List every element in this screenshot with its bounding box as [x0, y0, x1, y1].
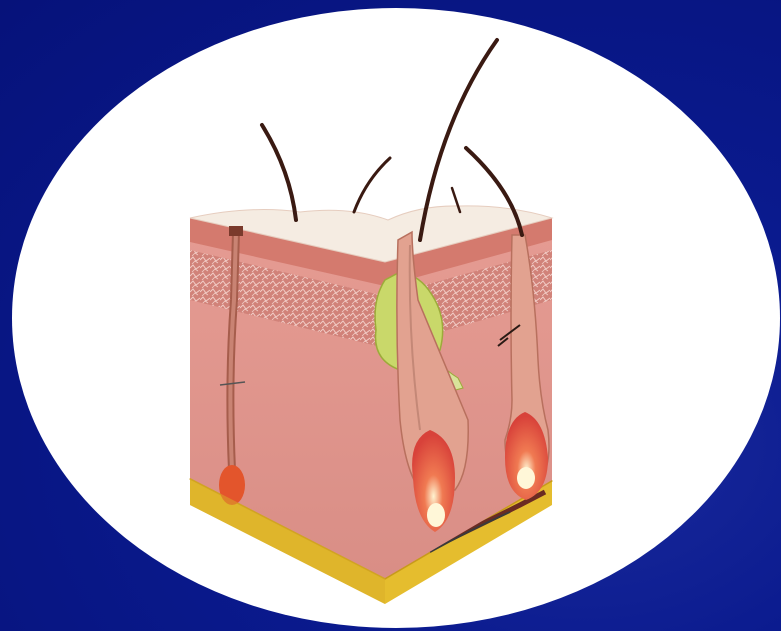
hair-strand [354, 158, 390, 212]
hair-strand [262, 125, 296, 220]
